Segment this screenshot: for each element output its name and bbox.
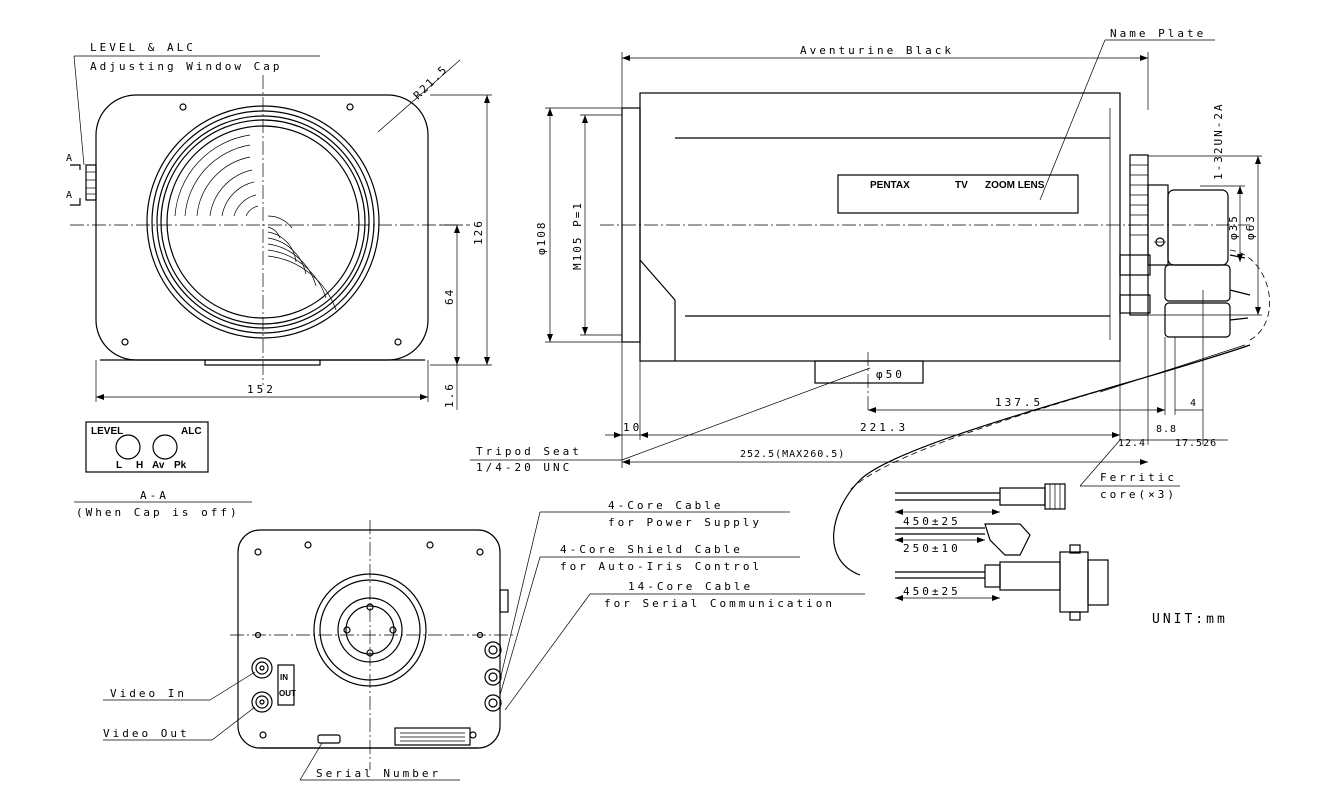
cable14-line1: 14-Core Cable (628, 580, 753, 593)
level-knob[interactable] (115, 434, 141, 460)
label-level-alc: LEVEL & ALC (90, 41, 196, 54)
aa-section-panel: LEVEL ALC L H Av Pk A-A (When Cap is off… (74, 421, 252, 519)
video-in-jack[interactable] (251, 657, 273, 679)
label-m105: M105 P=1 (571, 201, 584, 270)
panel-h: H (136, 460, 143, 471)
label-phi50: φ50 (876, 368, 905, 381)
cable4s-line2: for Auto-Iris Control (560, 560, 762, 573)
cable4-line2: for Power Supply (608, 516, 762, 529)
label-dim-10: 10 (623, 421, 642, 434)
cable14-line2: for Serial Communication (604, 597, 835, 610)
label-ferritic: Ferritic (1100, 471, 1177, 484)
alc-knob[interactable] (152, 434, 178, 460)
label-phi63: φ63 (1244, 214, 1257, 240)
panel-level: LEVEL (91, 426, 123, 437)
panel-l: L (116, 460, 122, 471)
label-a-top: A (66, 153, 73, 164)
label-core-x3: core(×3) (1100, 488, 1177, 501)
label-video-in: Video In (110, 687, 187, 700)
cable4s-line1: 4-Core Shield Cable (560, 543, 743, 556)
label-dim-17-526: 17.526 (1175, 438, 1217, 449)
label-phi108: φ108 (535, 221, 548, 256)
cables: 4-Core Cable for Power Supply 4-Core Shi… (499, 344, 1251, 711)
brand-pentax: PENTAX (870, 180, 910, 191)
side-view: Aventurine Black Name Plate PENTAX TV ZO… (470, 27, 1271, 501)
rear-view: IN OUT Video In Video Out Serial Number (103, 520, 515, 781)
label-video-out: Video Out (103, 727, 190, 740)
label-dim-12-4: 12.4 (1118, 438, 1146, 449)
label-phi35: φ35 (1227, 214, 1240, 240)
label-name-plate: Name Plate (1110, 27, 1206, 40)
panel-pk: Pk (174, 460, 187, 471)
label-adjusting-window-cap: Adjusting Window Cap (90, 60, 282, 73)
label-dim-252-5: 252.5(MAX260.5) (740, 449, 845, 460)
label-unc: 1/4-20 UNC (476, 461, 572, 474)
label-dim-4: 4 (1190, 398, 1197, 409)
front-view: LEVEL & ALC Adjusting Window Cap (66, 41, 492, 410)
label-dim-1-6: 1.6 (443, 382, 456, 408)
label-tripod-seat: Tripod Seat (476, 445, 582, 458)
label-thread: 1-32UN-2A (1212, 102, 1225, 180)
label-dim-152: 152 (247, 383, 276, 396)
panel-alc: ALC (181, 426, 202, 437)
panel-av: Av (152, 460, 165, 471)
label-r21-5: R21.5 (411, 62, 451, 102)
label-aventurine-black: Aventurine Black (800, 44, 954, 57)
cable4-line1: 4-Core Cable (608, 499, 723, 512)
label-dim-126: 126 (472, 219, 485, 245)
label-dim-137-5: 137.5 (995, 396, 1043, 409)
brand-tv: TV (955, 180, 968, 191)
label-a-bottom: A (66, 190, 73, 201)
label-dim-221-3: 221.3 (860, 421, 908, 434)
label-serial-number: Serial Number (316, 767, 441, 780)
label-dim-64: 64 (443, 288, 456, 305)
label-when-cap-off: (When Cap is off) (76, 506, 240, 519)
len-450-a: 450±25 (903, 515, 961, 528)
brand-zoom-lens: ZOOM LENS (985, 180, 1045, 191)
label-dim-8-8: 8.8 (1156, 424, 1177, 435)
label-out: OUT (279, 689, 296, 698)
label-in: IN (280, 673, 288, 682)
label-section-aa: A-A (140, 489, 169, 502)
label-unit: UNIT:mm (1152, 612, 1228, 627)
video-out-jack[interactable] (251, 691, 273, 713)
len-250: 250±10 (903, 542, 961, 555)
len-450-b: 450±25 (903, 585, 961, 598)
